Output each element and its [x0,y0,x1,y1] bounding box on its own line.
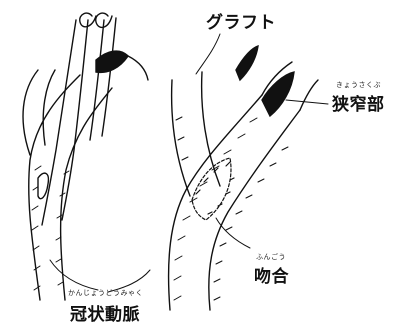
anastomosis-label: 吻合 [254,262,289,287]
left-graft-strands [42,13,116,225]
graft-vessel [172,72,220,196]
stenosis-region [262,72,294,116]
leader-lines [50,34,328,292]
coronary-artery-reading: かんじょうどうみゃく [68,288,143,298]
stenosis-label: 狭窄部 [332,90,385,115]
coronary-artery-label: 冠状動脈 [70,300,140,325]
anastomosis-reading: ふんごう [256,252,286,262]
left-coronary-artery [23,70,112,300]
stenosis-reading: きょうさくぶ [336,80,381,90]
graft-label: グラフト [206,8,276,33]
right-coronary-artery [169,62,318,310]
